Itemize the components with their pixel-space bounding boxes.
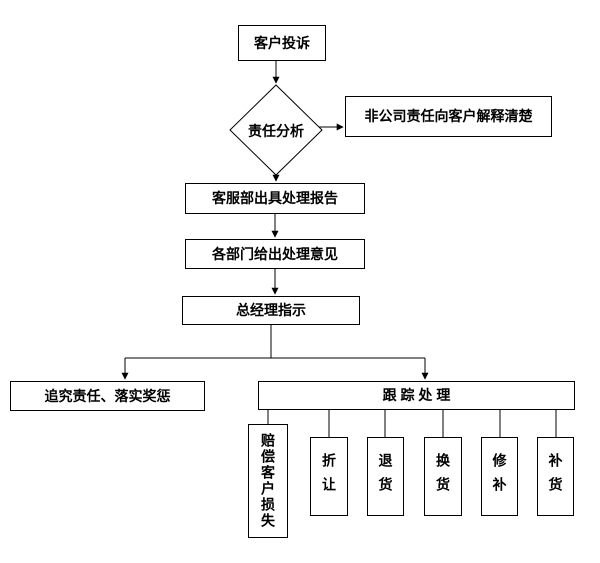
node-follow-up: 跟 踪 处 理 <box>258 381 575 410</box>
node-customer-complaint: 客户投诉 <box>238 25 326 61</box>
node-explain-to-customer: 非公司责任向客户解释清楚 <box>345 96 552 137</box>
node-compensate-loss: 赔偿客户损失 <box>248 424 288 538</box>
node-gm-instruction: 总经理指示 <box>182 296 360 325</box>
node-exchange-goods: 换货 <box>424 437 462 516</box>
node-repair: 修补 <box>481 437 518 516</box>
node-responsibility-analysis: 责任分析 <box>248 123 304 139</box>
node-accountability: 追究责任、落实奖惩 <box>10 381 205 411</box>
decision-diamond-shape <box>229 84 323 176</box>
node-replenish: 补货 <box>537 437 574 516</box>
node-discount: 折让 <box>310 437 348 516</box>
node-service-report: 客服部出具处理报告 <box>185 183 365 214</box>
node-return-goods: 退货 <box>367 437 404 516</box>
node-department-opinions: 各部门给出处理意见 <box>185 239 365 269</box>
